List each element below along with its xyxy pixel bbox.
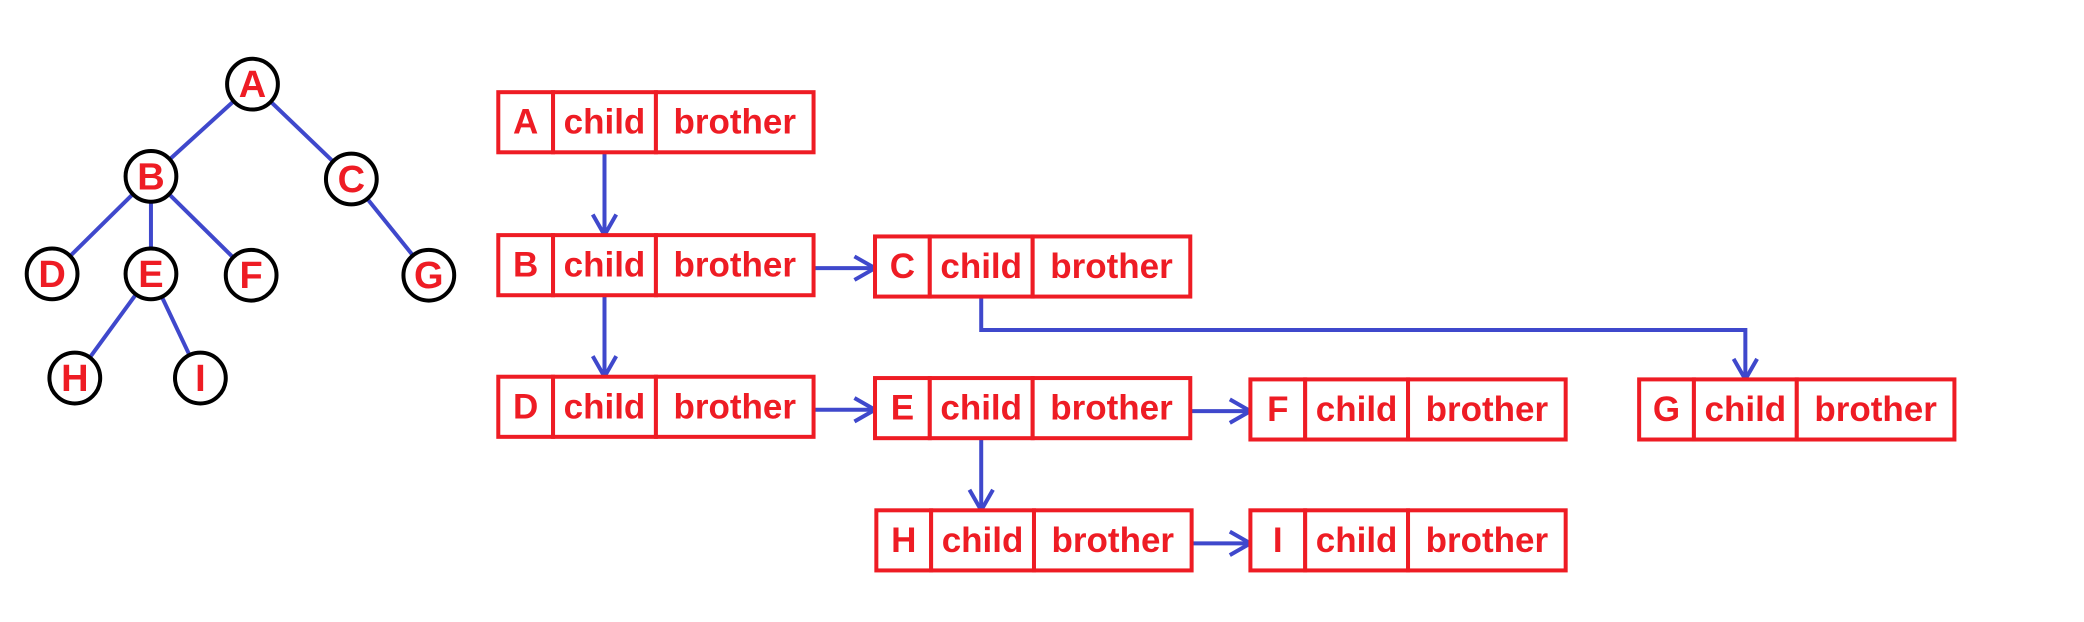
record-brother-cell-label: brother — [673, 246, 796, 285]
tree-node-circle — [24, 246, 80, 302]
record-data-cell-label: G — [1653, 390, 1680, 429]
tree-node-circle — [47, 350, 103, 406]
record-brother-cell-label: brother — [1426, 521, 1549, 560]
tree-node-circle — [173, 350, 228, 406]
record-child-cell-label: child — [564, 246, 646, 285]
record-data-cell-label: F — [1267, 390, 1288, 429]
record-brother-cell-label: brother — [1050, 389, 1173, 428]
tree-node-d: D — [24, 246, 80, 302]
tree-node-label: D — [38, 254, 65, 296]
tree-node-circle — [225, 56, 280, 112]
record-child-cell-label: child — [1316, 390, 1398, 429]
tree-node-a: A — [225, 56, 280, 112]
record-brother-cell — [653, 233, 816, 298]
record-child-cell — [551, 374, 658, 439]
record-data-cell-label: B — [513, 246, 538, 285]
record-brother-cell-label: brother — [1052, 521, 1175, 560]
record-child-cell-label: child — [564, 103, 646, 142]
record-child-cell — [927, 234, 1035, 299]
tree-node-label: F — [240, 255, 263, 297]
record-brother-cell — [653, 374, 816, 439]
tree-node-circle — [401, 247, 457, 303]
tree-node-c: C — [323, 151, 379, 207]
tree-nodes: A B C D E F G H I — [24, 56, 457, 406]
record-child-cell — [551, 90, 658, 155]
tree-node-circle — [323, 151, 379, 207]
record-brother-cell-label: brother — [1426, 390, 1549, 429]
tree-edges — [50, 82, 431, 380]
record-brother-cell-label: brother — [1050, 247, 1173, 286]
record-child-cell-label: child — [940, 247, 1022, 286]
tree-node-circle — [123, 148, 179, 204]
record-child-cell-label: child — [940, 389, 1022, 428]
tree-node-f: F — [223, 247, 279, 303]
record-data-cell-label: A — [513, 103, 538, 142]
record-data-cell — [496, 233, 556, 298]
record-child-cell-label: child — [942, 521, 1024, 560]
record-brother-cell — [1406, 508, 1568, 573]
tree-node-circle — [123, 246, 179, 302]
tree-node-label: G — [414, 255, 444, 297]
record-data-cell-label: E — [891, 389, 914, 428]
record-child-cell-label: child — [564, 387, 646, 426]
record-child-cell — [1691, 377, 1799, 442]
record-brother-cell-label: brother — [673, 103, 796, 142]
record-brother-cell — [1406, 377, 1568, 442]
record-child-cell-label: child — [1705, 390, 1787, 429]
tree-node-label: E — [138, 254, 163, 296]
record-data-cell-label: C — [890, 247, 915, 286]
tree-node-label: I — [195, 358, 206, 400]
record-brother-cell-label: brother — [1814, 390, 1937, 429]
tree-node-h: H — [47, 350, 103, 406]
record-data-cell — [496, 90, 556, 155]
tree-node-i: I — [173, 350, 228, 406]
record-data-cell-label: I — [1273, 521, 1283, 560]
record-child-cell — [551, 233, 658, 298]
record-brother-cell — [1031, 508, 1194, 573]
tree-node-label: A — [239, 64, 266, 106]
tree-node-b: B — [123, 148, 179, 204]
tree-node-label: H — [61, 358, 88, 400]
record-data-cell — [496, 374, 556, 439]
tree-node-label: B — [137, 156, 164, 198]
record-child-cell-label: child — [1316, 521, 1398, 560]
record-data-cell-label: D — [513, 387, 538, 426]
tree-node-circle — [223, 247, 279, 303]
record-brother-cell — [653, 90, 816, 155]
record-brother-cell — [1030, 376, 1193, 441]
record-brother-cell-label: brother — [673, 387, 796, 426]
tree-node-label: C — [338, 159, 365, 201]
record-links — [591, 122, 1759, 557]
record-data-cell — [873, 234, 932, 299]
record-data-cell-label: H — [891, 521, 916, 560]
record-brother-cell — [1794, 377, 1957, 442]
record-brother-cell — [1030, 234, 1193, 299]
tree-node-g: G — [401, 247, 457, 303]
tree-node-e: E — [123, 246, 179, 302]
